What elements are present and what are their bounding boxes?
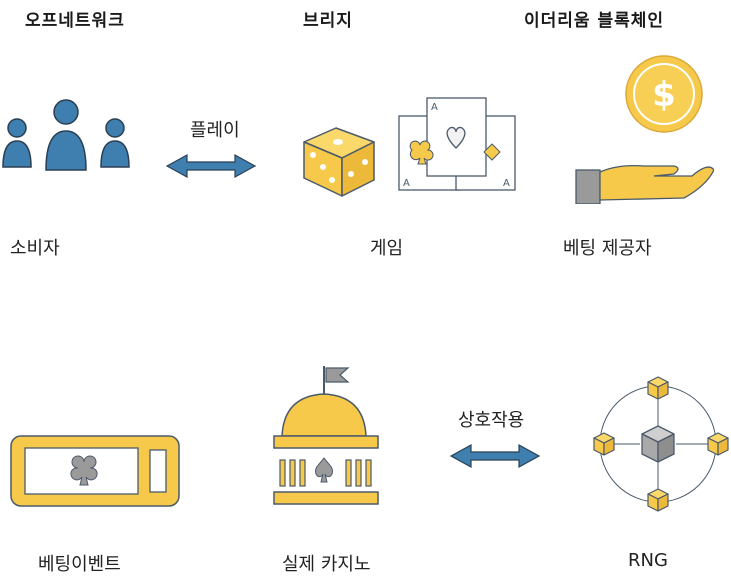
card-rank-top: A xyxy=(431,102,438,113)
cards-icon: A A A xyxy=(396,96,518,194)
card-rank-right: A xyxy=(503,178,510,189)
game-label: 게임 xyxy=(370,238,404,259)
svg-text:$: $ xyxy=(652,75,676,115)
play-label: 플레이 xyxy=(190,120,240,141)
dice-icon xyxy=(298,120,380,200)
rng-label: RNG xyxy=(628,550,668,571)
people-icon xyxy=(2,95,132,190)
coin-hand-icon: $ xyxy=(574,52,714,204)
ticket-icon xyxy=(8,432,183,510)
header-offnetwork: 오프네트워크 xyxy=(25,11,125,31)
double-arrow-icon xyxy=(165,152,257,180)
betting-event-label: 베팅이벤트 xyxy=(38,554,121,575)
betting-provider-label: 베팅 제공자 xyxy=(563,238,652,259)
interaction-label: 상호작용 xyxy=(458,410,525,431)
casino-building-icon xyxy=(270,362,382,512)
consumer-label: 소비자 xyxy=(10,238,60,259)
double-arrow-icon xyxy=(449,442,541,470)
card-rank-left: A xyxy=(403,178,410,189)
rng-network-icon xyxy=(582,372,731,517)
header-bridge: 브리지 xyxy=(303,11,353,31)
real-casino-label: 실제 카지노 xyxy=(282,554,371,575)
header-blockchain: 이더리움 블록체인 xyxy=(524,11,665,31)
